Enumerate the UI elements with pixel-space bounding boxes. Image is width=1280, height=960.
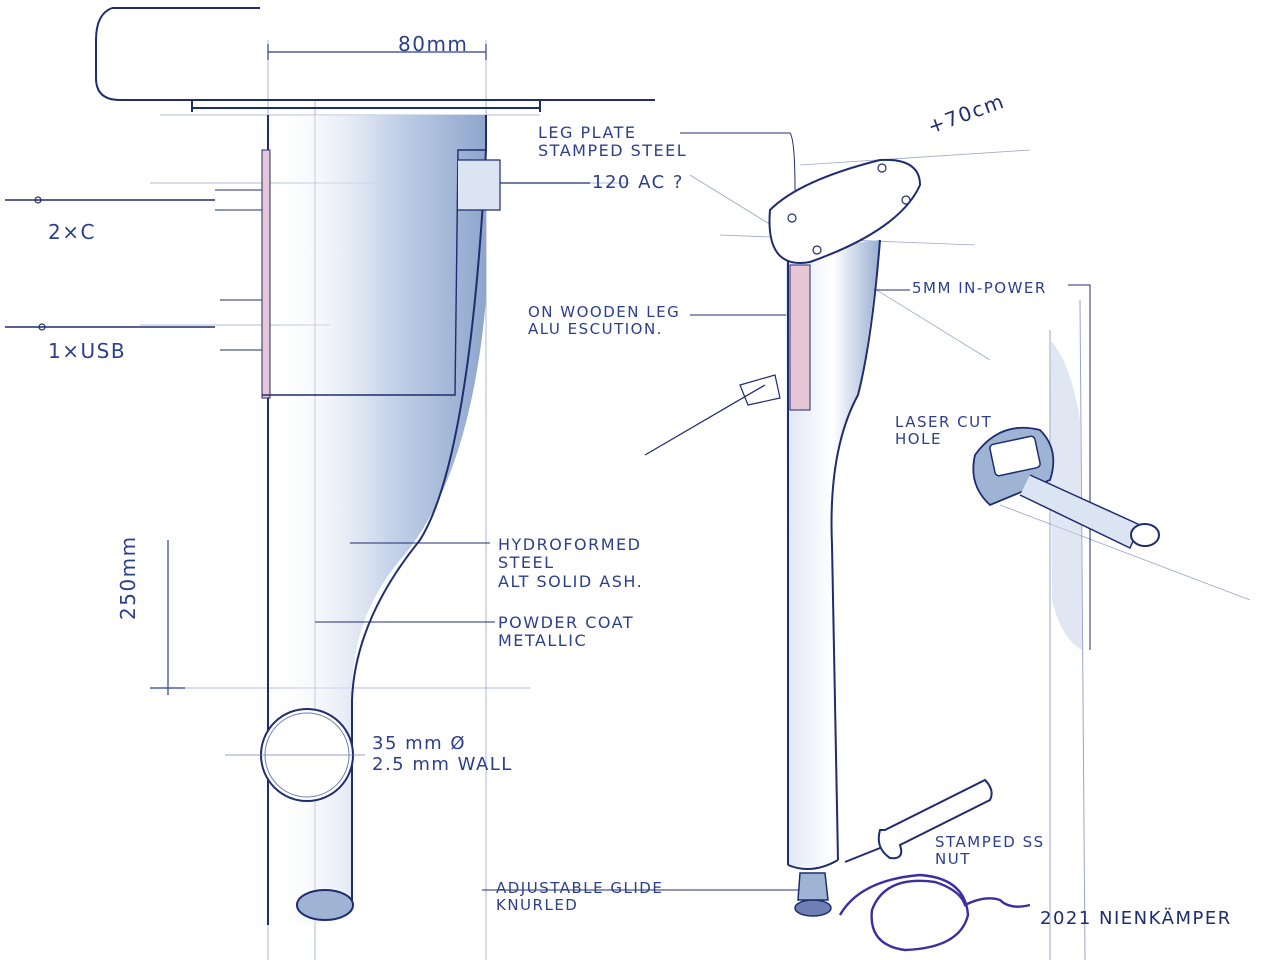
material-line1: HYDROFORMED <box>498 535 642 554</box>
material-label: HYDROFORMED STEEL ALT SOLID ASH. <box>498 535 644 591</box>
laser-cut-line1: LASER CUT <box>895 413 993 431</box>
leg-plate-line1: LEG PLATE <box>538 123 637 142</box>
left-leg <box>5 115 590 925</box>
wrench-icon <box>844 778 993 863</box>
nut-line2: NUT <box>935 850 971 869</box>
glide-label: ADJUSTABLE GLIDE KNURLED <box>496 879 664 915</box>
glide-line1: ADJUSTABLE GLIDE <box>496 879 664 897</box>
diameter-label: 35 mm Ø 2.5 mm WALL <box>372 733 513 775</box>
port-2xc-label: 2×C <box>48 220 96 244</box>
material-line2: STEEL <box>498 553 555 573</box>
glide-line2: KNURLED <box>496 896 579 915</box>
laser-cut-label: LASER CUT HOLE <box>895 413 993 449</box>
right-leg <box>644 158 922 917</box>
port-usb-label: 1×USB <box>48 339 127 363</box>
laser-cut-detail <box>972 299 1160 960</box>
credit-text: 2021 NIENKÄMPER <box>1040 908 1232 929</box>
nut-line1: STAMPED SS <box>935 833 1045 851</box>
finish-line1: POWDER COAT <box>498 613 635 632</box>
material-line3: ALT SOLID ASH. <box>498 571 644 591</box>
width-dimension-label: 80mm <box>398 32 469 56</box>
leg-plate-label: LEG PLATE STAMPED STEEL <box>538 123 688 161</box>
tabletop <box>95 7 655 112</box>
port-ac-note: 120 AC ? <box>592 172 684 193</box>
escutcheon-line1: ON WOODEN LEG <box>528 303 681 321</box>
finish-line2: METALLIC <box>498 631 588 651</box>
nut-label: STAMPED SS NUT <box>935 833 1045 869</box>
escutcheon-label: ON WOODEN LEG ALU ESCUTION. <box>528 303 681 339</box>
escutcheon-line2: ALU ESCUTION. <box>528 320 663 339</box>
diameter-line1: 35 mm Ø <box>372 733 467 754</box>
leg-plate-line2: STAMPED STEEL <box>538 141 688 161</box>
length-dimension-label: 250mm <box>116 535 140 620</box>
laser-cut-line2: HOLE <box>895 430 942 449</box>
signature <box>838 873 1031 952</box>
width-dimension <box>267 44 487 60</box>
finish-label: POWDER COAT METALLIC <box>498 613 635 651</box>
power-note: 5MM IN-POWER <box>912 279 1047 297</box>
diameter-line2: 2.5 mm WALL <box>372 753 513 775</box>
